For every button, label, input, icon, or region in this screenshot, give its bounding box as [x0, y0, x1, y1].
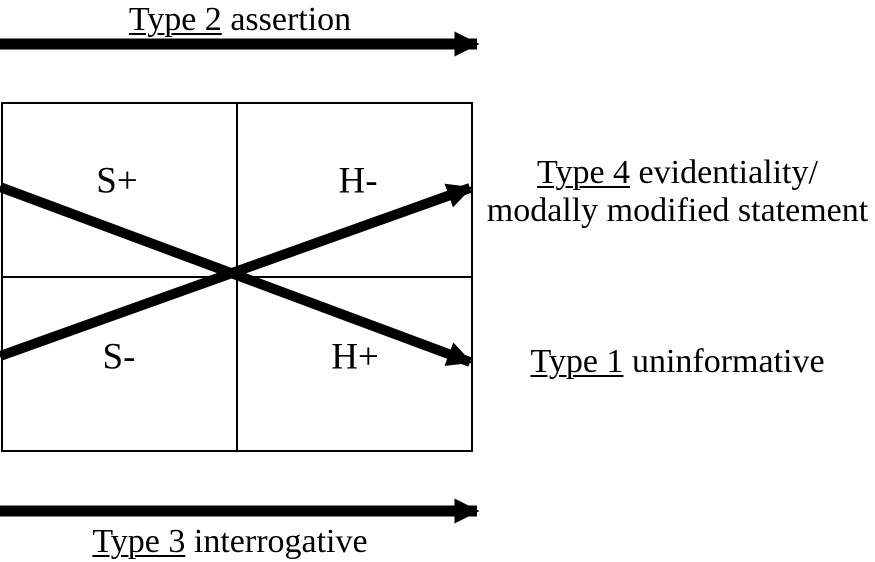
type1-rest: uninformative [623, 343, 825, 380]
type3-term: Type 3 [92, 523, 186, 560]
type1-label: Type 1 uninformative [480, 343, 875, 381]
type2-rest: assertion [221, 1, 352, 38]
type2-axis-label: Type 2 assertion [0, 1, 480, 39]
quadrant-box-horizontal-divider [3, 276, 471, 278]
type4-label: Type 4 evidentiality/ modally modified s… [480, 154, 875, 230]
type4-label-line2: modally modified statement [486, 192, 869, 229]
quadrant-label-s-plus: S+ [96, 160, 138, 202]
type4-rest: evidentiality/ [630, 154, 818, 191]
type2-term: Type 2 [128, 1, 222, 38]
type1-term: Type 1 [530, 343, 624, 380]
quadrant-label-s-minus: S- [102, 336, 136, 378]
type3-rest: interrogative [185, 523, 368, 560]
quadrant-label-h-plus: H+ [331, 336, 379, 378]
type4-term: Type 4 [537, 154, 631, 191]
type4-label-line1: Type 4 evidentiality/ [480, 154, 875, 192]
type3-axis-label: Type 3 interrogative [0, 523, 460, 561]
quadrant-label-h-minus: H- [338, 160, 378, 202]
quadrant-box [1, 102, 473, 452]
